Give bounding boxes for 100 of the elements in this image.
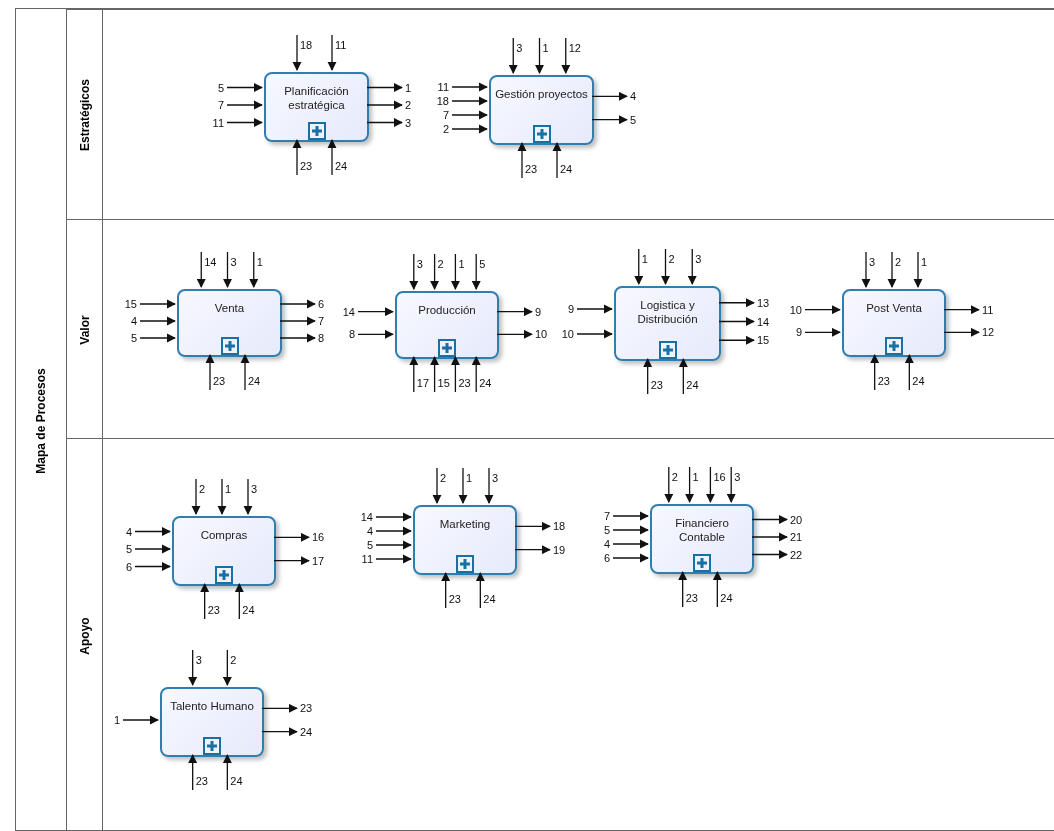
- edge-label: 1: [256, 256, 263, 268]
- arrow: [249, 251, 259, 288]
- arrow: [243, 478, 253, 515]
- edge-label: 4: [603, 538, 610, 550]
- edge-label: 8: [348, 328, 355, 341]
- arrow: [357, 329, 394, 339]
- arrow: [279, 333, 316, 343]
- arrow: [660, 248, 671, 285]
- arrow: [870, 354, 880, 391]
- arrow: [273, 532, 310, 542]
- edge-label: 2: [440, 472, 447, 484]
- lane-title: Apoyo: [77, 617, 92, 655]
- edge-label: 24: [242, 604, 255, 616]
- process-name: Planificación estratégica: [283, 84, 350, 112]
- arrow: [327, 34, 337, 71]
- arrow: [273, 556, 310, 566]
- edge-label: 17: [416, 377, 430, 389]
- edge-label: 1: [692, 471, 699, 483]
- arrow: [450, 253, 460, 290]
- edge-label: 3: [405, 116, 412, 129]
- edge-label: 1: [113, 714, 120, 726]
- edge-label: 14: [360, 511, 373, 523]
- process-box: [264, 72, 369, 142]
- edge-label: 24: [560, 163, 573, 175]
- arrow: [139, 333, 176, 343]
- arrow: [804, 327, 841, 337]
- arrow: [409, 253, 419, 290]
- edge-label: 1: [458, 258, 465, 270]
- arrow: [366, 82, 403, 93]
- process-name: Post Venta: [865, 301, 923, 315]
- arrow: [861, 251, 871, 288]
- arrow: [685, 466, 695, 503]
- edge-label: 11: [361, 553, 373, 565]
- arrow: [139, 299, 176, 309]
- edge-label: 3: [869, 256, 876, 268]
- arrow: [441, 572, 451, 609]
- edge-label: 5: [479, 258, 486, 270]
- process-name: Logistica y Distribución: [636, 298, 699, 326]
- arrow: [678, 358, 688, 395]
- arrow: [451, 96, 488, 106]
- edge-label: 15: [124, 298, 137, 310]
- edge-label: 3: [492, 472, 499, 484]
- arrow: [222, 649, 232, 686]
- arrow: [576, 329, 613, 339]
- process-box: [489, 75, 594, 145]
- edge-label: 1: [225, 483, 232, 495]
- arrow: [943, 305, 980, 315]
- edge-label: 1: [921, 256, 928, 268]
- arrow: [451, 124, 488, 134]
- arrow: [514, 521, 551, 531]
- edge-label: 5: [217, 81, 224, 94]
- edge-label: 3: [195, 654, 202, 666]
- arrow: [430, 356, 440, 393]
- process-box: [177, 289, 282, 357]
- edge-label: 15: [757, 334, 770, 347]
- edge-label: 18: [553, 520, 566, 533]
- edge-label: 9: [535, 305, 542, 318]
- arrow: [451, 82, 488, 92]
- edge-label: 24: [686, 379, 699, 391]
- arrow: [222, 251, 233, 288]
- process-box: [395, 291, 499, 359]
- edge-label: 14: [757, 315, 770, 328]
- arrow: [430, 253, 440, 290]
- edge-label: 9: [795, 326, 802, 339]
- process-name: Gestión proyectos: [495, 87, 588, 101]
- arrow: [122, 715, 159, 725]
- edge-label: 23: [448, 593, 461, 605]
- edge-label: 22: [790, 548, 803, 561]
- edge-label: 14: [342, 305, 355, 318]
- edge-label: 1: [542, 42, 549, 54]
- edge-label: 2: [405, 99, 412, 111]
- arrow: [188, 649, 198, 686]
- arrow: [279, 316, 316, 326]
- process-box: [650, 504, 754, 574]
- arrow: [471, 253, 481, 290]
- edge-label: 3: [416, 258, 423, 270]
- edge-label: 4: [125, 525, 132, 538]
- edge-label: 14: [204, 256, 217, 268]
- arrow: [471, 356, 481, 393]
- arrow: [718, 335, 755, 345]
- edge-label: 23: [213, 375, 226, 387]
- edge-label: 8: [318, 332, 325, 344]
- edge-label: 5: [130, 332, 137, 344]
- edge-label: 7: [603, 510, 610, 522]
- edge-label: 18: [300, 39, 313, 51]
- arrow: [191, 478, 201, 515]
- arrow: [943, 327, 980, 337]
- arrow: [205, 354, 215, 391]
- arrow: [508, 37, 518, 74]
- arrow: [226, 100, 263, 110]
- arrow: [751, 532, 788, 542]
- process-name: Compras: [199, 528, 249, 542]
- edge-label: 12: [568, 42, 581, 54]
- edge-label: 23: [207, 604, 220, 616]
- edge-label: 2: [442, 123, 449, 135]
- edge-label: 4: [130, 315, 137, 327]
- arrow: [375, 512, 412, 522]
- edge-label: 7: [217, 99, 224, 111]
- process-name: Marketing: [438, 517, 492, 531]
- edge-label: 7: [442, 109, 449, 121]
